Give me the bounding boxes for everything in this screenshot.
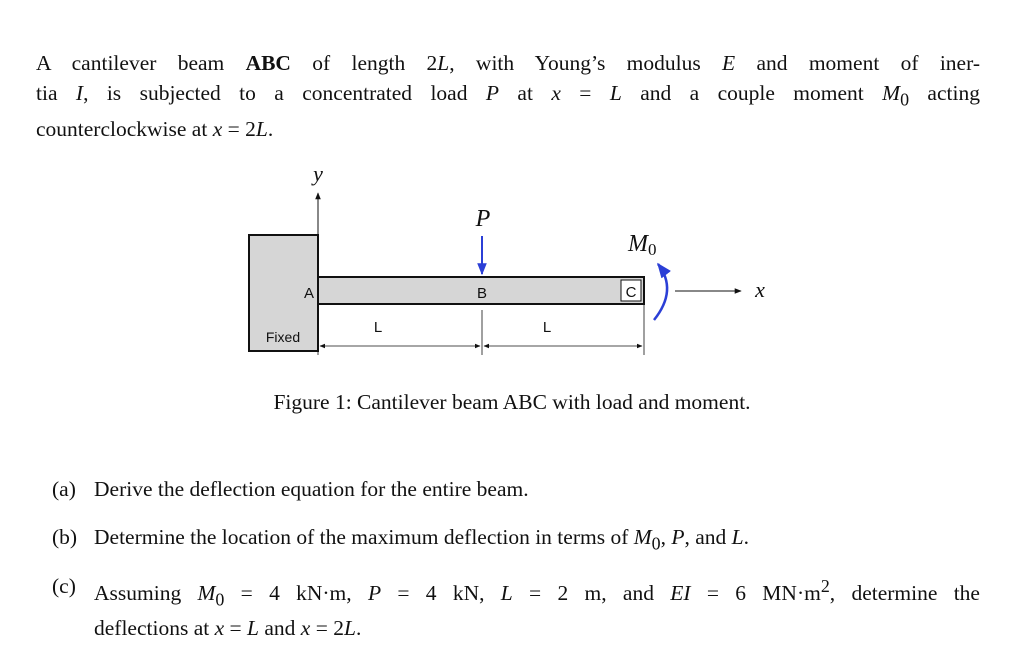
intro-line-2: tia I, is subjected to a concentrated lo… — [36, 78, 980, 114]
question-b: (b) Determine the location of the maximu… — [52, 523, 980, 558]
text-segment: = 4 kN·m, — [224, 581, 368, 606]
question-a: (a) Derive the deflection equation for t… — [52, 475, 980, 504]
intro-line-1: A cantilever beam ABC of length 2L, with… — [36, 48, 980, 78]
math-symbol: P — [367, 581, 382, 606]
text-segment: at — [499, 81, 552, 105]
math-symbol: I — [75, 81, 84, 105]
math-symbol: x — [212, 117, 223, 142]
beam-name: ABC — [245, 51, 291, 75]
question-line: Derive the deflection equation for the e… — [94, 477, 529, 501]
question-label: (b) — [52, 525, 78, 549]
question-label: (c) — [52, 574, 76, 598]
problem-statement: A cantilever beam ABC of length 2L, with… — [36, 48, 980, 144]
text-segment: Assuming — [94, 581, 198, 606]
math-symbol: L — [609, 81, 622, 105]
point-a-label: A — [304, 285, 314, 302]
support-label: Fixed — [266, 329, 300, 345]
text-segment: tia — [36, 81, 76, 105]
point-c-box — [620, 279, 642, 302]
text-segment: deflections at — [94, 616, 215, 641]
moment-label: M0 — [627, 231, 657, 259]
text-segment: and moment of iner- — [735, 51, 980, 75]
figure-caption: Figure 1: Cantilever beam ABC with load … — [273, 390, 751, 414]
math-symbol: L — [343, 616, 356, 641]
math-subscript: 0 — [651, 533, 661, 554]
beam — [317, 276, 645, 305]
question-line: Determine the location of the maximum de… — [94, 523, 980, 558]
text-segment: = 4 kN, — [381, 581, 501, 606]
text-segment: = — [560, 81, 610, 105]
math-symbol: L — [731, 525, 744, 549]
math-symbol: L — [255, 117, 268, 142]
point-c-label: C — [626, 284, 637, 301]
math-symbol: L — [247, 616, 259, 641]
question-text: Assuming M0 = 4 kN·m, P = 4 kN, L = 2 m,… — [94, 572, 980, 643]
text-segment: , and — [684, 525, 732, 549]
math-symbol: P — [671, 525, 685, 549]
question-label: (a) — [52, 477, 76, 501]
math-symbol: EI — [670, 581, 691, 606]
beam-figure: Fixed A B C y x P M0 L L — [248, 161, 765, 355]
question-c: (c) Assuming M0 = 4 kN·m, P = 4 kN, L = … — [52, 572, 980, 643]
text-segment: . — [267, 117, 274, 142]
moment-arrow — [653, 262, 671, 321]
x-axis-label: x — [754, 277, 765, 302]
load-label: P — [475, 206, 491, 232]
text-segment: counterclockwise at — [36, 117, 213, 142]
math-symbol: M — [197, 581, 216, 606]
text-segment: = 6 MN·m — [690, 581, 821, 606]
math-symbol: L — [500, 581, 513, 606]
moment-symbol: M — [627, 231, 650, 257]
text-segment: , determine the — [829, 581, 980, 606]
text-segment: = 2 — [222, 117, 256, 142]
text-segment: of length 2 — [290, 51, 438, 75]
math-symbol: x — [214, 616, 225, 641]
fixed-support — [248, 234, 319, 352]
math-subscript: 0 — [215, 589, 225, 610]
text-segment: . — [355, 616, 362, 641]
question-line: Assuming M0 = 4 kN·m, P = 4 kN, L = 2 m,… — [94, 572, 980, 614]
text-segment: and a couple moment — [621, 81, 883, 105]
y-axis-label: y — [311, 161, 323, 186]
intro-line-3: counterclockwise at x = 2L. — [36, 114, 980, 144]
math-symbol: M — [882, 81, 901, 105]
text-segment: , — [660, 525, 672, 549]
text-segment: and — [259, 616, 301, 641]
math-superscript: 2 — [820, 576, 830, 596]
question-text: Derive the deflection equation for the e… — [94, 475, 980, 504]
text-segment: = 2 — [310, 616, 344, 641]
text-segment: A cantilever beam — [36, 51, 246, 75]
math-subscript: 0 — [900, 89, 910, 110]
moment-subscript: 0 — [648, 240, 657, 259]
question-line: deflections at x = L and x = 2L. — [94, 614, 980, 643]
text-segment: = 2 m, and — [512, 581, 671, 606]
text-segment: , is subjected to a concentrated load — [83, 81, 486, 105]
math-symbol: P — [485, 81, 500, 105]
text-segment: , with Young’s modulus — [449, 51, 723, 75]
text-segment: Determine the location of the maximum de… — [94, 525, 634, 549]
text-segment: acting — [909, 81, 980, 105]
math-symbol: L — [437, 51, 450, 75]
math-symbol: M — [633, 525, 652, 549]
point-b-label: B — [477, 285, 487, 302]
text-segment: . — [743, 525, 750, 549]
question-text: Determine the location of the maximum de… — [94, 523, 980, 558]
text-segment: = — [224, 616, 248, 641]
math-symbol: x — [551, 81, 561, 105]
math-symbol: x — [300, 616, 311, 641]
span-label-2: L — [543, 319, 551, 336]
math-symbol: E — [722, 51, 736, 75]
span-label-1: L — [374, 319, 382, 336]
